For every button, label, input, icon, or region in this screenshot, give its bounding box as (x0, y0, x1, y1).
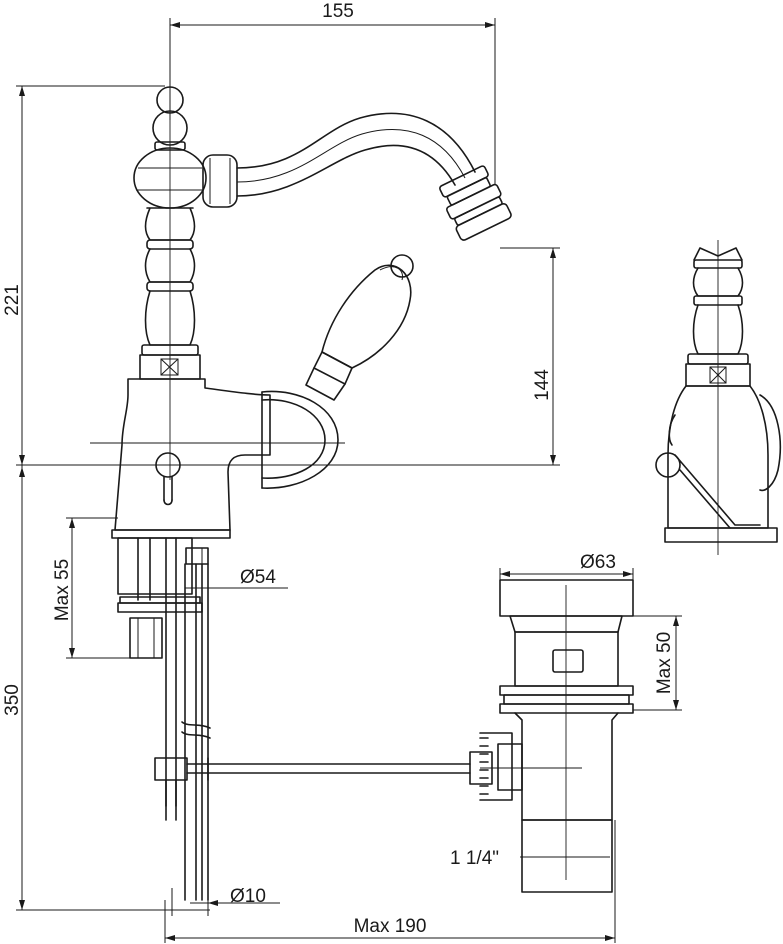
dim-diameter-63: Ø63 (580, 552, 616, 573)
dim-diameter-54: Ø54 (240, 567, 276, 588)
mixer-side-view (655, 247, 781, 543)
dim-221: 221 (2, 284, 23, 316)
dim-thread-1-1-4: 1 1/4" (450, 848, 499, 869)
dim-max-50: Max 50 (654, 632, 675, 694)
dim-144: 144 (532, 369, 553, 401)
mixer-front-view (114, 86, 512, 531)
dim-diameter-10: Ø10 (230, 886, 266, 907)
dim-350: 350 (2, 684, 23, 716)
dim-max-55: Max 55 (52, 559, 73, 621)
dimension-arrows (19, 22, 679, 941)
waste-pop-up-plug (469, 579, 634, 893)
dim-155: 155 (322, 1, 354, 22)
below-deck-assembly (111, 529, 471, 901)
centre-lines (90, 80, 719, 880)
dimension-labels: 155 221 144 Max 55 Ø54 350 Ø63 Max 50 1 … (2, 1, 675, 937)
dim-max-190: Max 190 (354, 916, 427, 937)
